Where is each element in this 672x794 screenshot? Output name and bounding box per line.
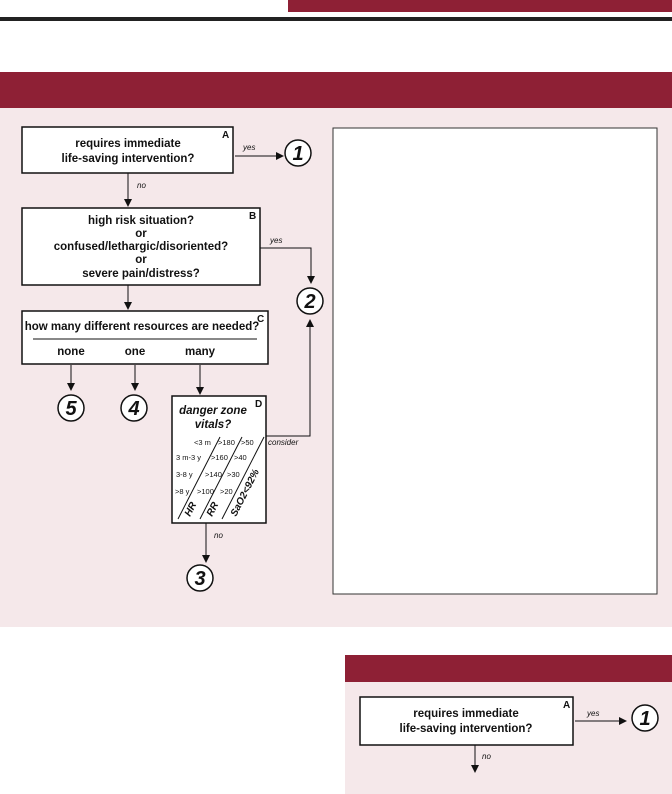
svg-text:A: A xyxy=(563,700,570,711)
esi-level-1-circle: 1 xyxy=(284,139,312,167)
svg-text:>180: >180 xyxy=(218,438,235,447)
svg-text:<3 m: <3 m xyxy=(194,438,211,447)
top-accent-bar xyxy=(288,0,672,12)
consider-label: consider xyxy=(268,438,299,447)
bottom-section-banner xyxy=(345,655,672,682)
svg-text:1: 1 xyxy=(292,143,303,165)
svg-text:or: or xyxy=(135,254,147,266)
svg-text:>140: >140 xyxy=(205,470,222,479)
yes-label: yes xyxy=(586,709,599,718)
header-rule xyxy=(0,17,672,21)
svg-text:none: none xyxy=(57,346,84,358)
svg-text:requires immediate: requires immediate xyxy=(75,138,180,150)
section-banner xyxy=(0,72,672,108)
esi-level-3-circle: 3 xyxy=(186,564,214,592)
svg-text:A: A xyxy=(222,130,229,141)
svg-text:3 m-3 y: 3 m-3 y xyxy=(176,453,201,462)
svg-text:3-8 y: 3-8 y xyxy=(176,470,193,479)
no-label: no xyxy=(482,752,491,761)
yes-label: yes xyxy=(242,143,255,152)
svg-text:one: one xyxy=(125,346,145,358)
svg-text:1: 1 xyxy=(639,708,650,730)
svg-text:D: D xyxy=(255,399,262,410)
svg-text:high risk situation?: high risk situation? xyxy=(88,215,194,227)
svg-text:>50: >50 xyxy=(241,438,254,447)
consider-arrow xyxy=(266,319,314,437)
svg-text:vitals?: vitals? xyxy=(195,419,231,431)
svg-text:life-saving intervention?: life-saving intervention? xyxy=(62,153,195,165)
decision-box-d: D danger zone vitals? <3 m 3 m-3 y 3-8 y… xyxy=(171,395,267,524)
bottom-esi-level-1-circle: 1 xyxy=(631,704,659,732)
svg-text:3: 3 xyxy=(194,568,205,590)
svg-text:>8 y: >8 y xyxy=(175,487,190,496)
svg-text:how many different resources a: how many different resources are needed? xyxy=(25,321,260,333)
svg-text:5: 5 xyxy=(65,398,77,420)
yes-arrow-b xyxy=(260,247,315,284)
svg-text:>40: >40 xyxy=(234,453,247,462)
no-label: no xyxy=(137,181,146,190)
esi-level-4-circle: 4 xyxy=(120,394,148,422)
svg-text:2: 2 xyxy=(303,291,315,313)
yes-label: yes xyxy=(269,236,282,245)
svg-text:danger zone: danger zone xyxy=(179,405,247,417)
svg-text:or: or xyxy=(135,228,147,240)
svg-text:>160: >160 xyxy=(211,453,228,462)
svg-text:severe pain/distress?: severe pain/distress? xyxy=(82,268,200,280)
svg-text:C: C xyxy=(257,314,264,325)
svg-text:confused/lethargic/disoriented: confused/lethargic/disoriented? xyxy=(54,241,228,253)
svg-text:many: many xyxy=(185,346,216,358)
svg-text:>30: >30 xyxy=(227,470,240,479)
svg-text:life-saving intervention?: life-saving intervention? xyxy=(400,723,533,735)
svg-text:B: B xyxy=(249,211,256,222)
bottom-decision-box-a: A requires immediate life-saving interve… xyxy=(359,696,574,746)
svg-text:requires immediate: requires immediate xyxy=(413,708,518,720)
esi-level-2-circle: 2 xyxy=(296,287,324,315)
esi-level-5-circle: 5 xyxy=(57,394,85,422)
svg-text:4: 4 xyxy=(127,398,139,420)
decision-box-a: A requires immediate life-saving interve… xyxy=(21,126,234,174)
notes-panel xyxy=(332,127,658,595)
svg-text:>20: >20 xyxy=(220,487,233,496)
svg-text:>100: >100 xyxy=(197,487,214,496)
decision-box-b: B high risk situation? or confused/letha… xyxy=(21,207,261,286)
no-label: no xyxy=(214,531,223,540)
decision-box-c: C how many different resources are neede… xyxy=(21,310,269,365)
